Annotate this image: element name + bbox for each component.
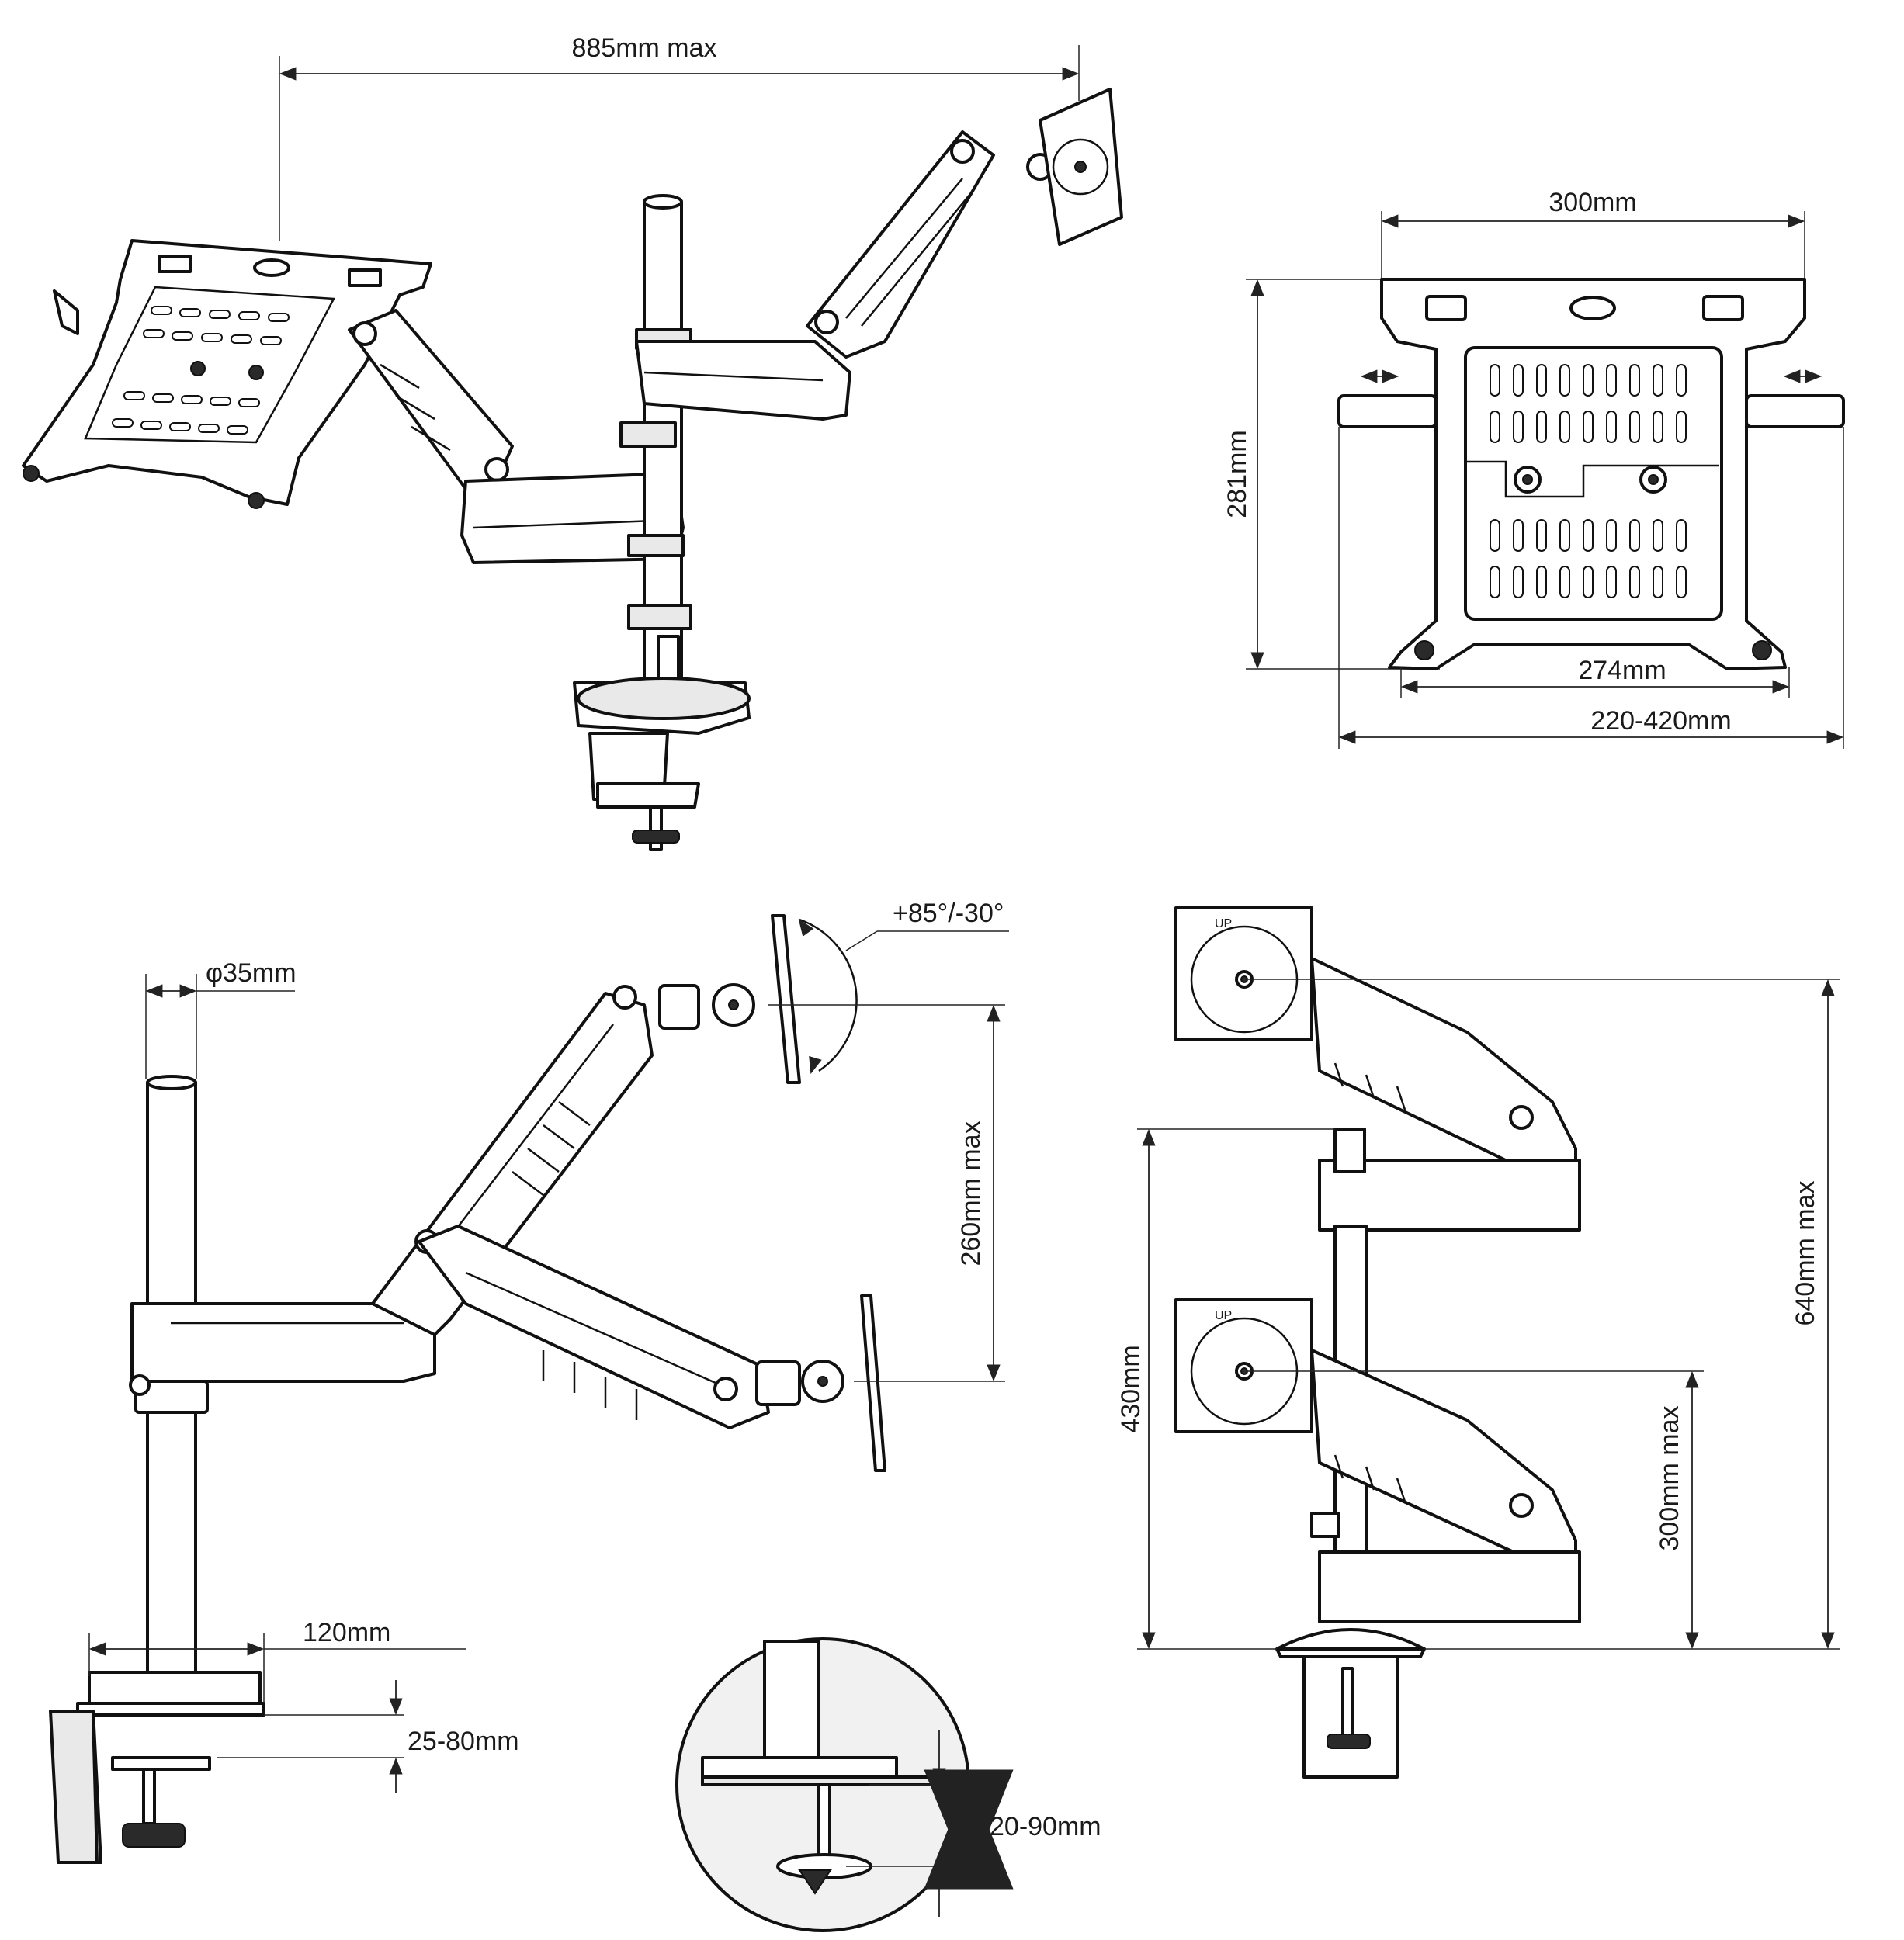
lower-mount-height-label: 430mm	[1116, 1345, 1146, 1432]
right-gas-spring-arm	[635, 130, 1054, 421]
grommet-detail: 20-90mm	[675, 1637, 1101, 1932]
upper-arm-ribs	[512, 1101, 591, 1196]
tray-vent-slots	[112, 306, 290, 435]
side-view: φ35mm +85°/-30°	[49, 899, 1009, 1864]
tray-front-view: 300mm 281mm	[1223, 188, 1845, 749]
clamp-thickness-label: 25-80mm	[408, 1727, 519, 1756]
tilt-range-label: +85°/-30°	[893, 899, 1004, 928]
pole-diameter-label: φ35mm	[206, 958, 297, 988]
tray-width-label: 300mm	[1549, 188, 1636, 217]
base-depth-label: 120mm	[303, 1618, 390, 1647]
grommet-thickness-label: 20-90mm	[990, 1812, 1101, 1841]
max-reach-dimension: 885mm max	[279, 33, 1080, 241]
upper-vesa-up-label: UP	[1215, 917, 1232, 930]
tray-inner-width-label: 274mm	[1578, 656, 1666, 685]
lower-vesa-up-label: UP	[1215, 1309, 1232, 1322]
isometric-vesa-plate	[1039, 88, 1123, 246]
upper-vesa-plate: UP	[1174, 906, 1313, 1041]
tray-front-vent-slots	[1490, 364, 1687, 598]
upper-front-ribs	[1333, 1062, 1406, 1110]
lower-front-ribs	[1333, 1454, 1406, 1502]
arm-vertical-travel-label: 260mm max	[956, 1121, 986, 1266]
front-stacked-view: UP UP	[1116, 906, 1840, 1779]
tray-adjust-range-label: 220-420mm	[1590, 706, 1731, 736]
lower-arm-ribs	[542, 1350, 638, 1420]
laptop-tray-isometric	[22, 239, 432, 509]
isometric-clamp-base	[573, 677, 751, 851]
upper-mount-height-label: 640mm max	[1791, 1180, 1820, 1325]
lower-vesa-plate: UP	[1174, 1298, 1313, 1433]
tray-height-label: 281mm	[1223, 430, 1252, 518]
isometric-pole	[619, 194, 692, 708]
isometric-assembly-view: 885mm max	[22, 33, 1123, 851]
arm-height-range-label: 300mm max	[1655, 1405, 1684, 1550]
max-reach-label: 885mm max	[571, 33, 716, 63]
